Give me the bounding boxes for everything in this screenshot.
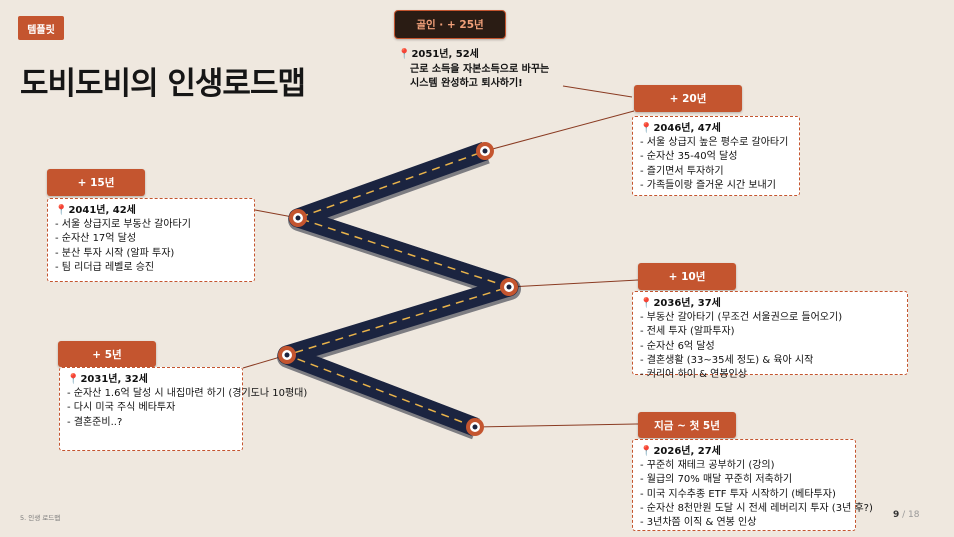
waypoint-marker-icon <box>476 142 494 160</box>
map-pin-icon: 📍 <box>640 298 653 309</box>
list-item: - 다시 미국 주식 베타투자 <box>67 402 176 414</box>
list-item: - 전세 투자 (알파투자) <box>640 326 735 338</box>
road-surface <box>277 142 521 440</box>
milestone-label-5y: + 5년 <box>58 341 156 367</box>
milestone-head: 📍2041년, 42세 <box>55 205 136 216</box>
waypoint-marker-icon <box>500 278 518 296</box>
page-number: 9 <box>893 510 900 520</box>
milestone-card-10y: 📍2036년, 37세 - 부동산 갈아타기 (무조건 서울권으로 들어오기) … <box>632 291 908 380</box>
list-item: - 팀 리더급 레벨로 승진 <box>55 261 155 273</box>
connector-lines <box>242 85 639 428</box>
milestone-head: 📍2031년, 32세 <box>67 374 148 385</box>
list-item: - 부동산 갈아타기 (무조건 서울권으로 들어오기) <box>640 312 843 324</box>
milestone-label-20y: + 20년 <box>634 85 742 112</box>
page-total: 18 <box>908 510 920 520</box>
list-item: - 결혼생활 (33~35세 정도) & 육아 시작 <box>640 354 814 366</box>
milestone-head: 📍2026년, 27세 <box>640 446 721 457</box>
goal-line: 시스템 완성하고 퇴사하기! <box>410 78 523 89</box>
waypoint-marker-icon <box>466 418 484 436</box>
milestone-head: 📍2046년, 47세 <box>640 123 721 134</box>
milestone-card-now: 📍2026년, 27세 - 꾸준히 재테크 공부하기 (강의) - 월급의 70… <box>632 439 873 531</box>
milestone-head: 📍2036년, 37세 <box>640 298 721 309</box>
list-item: - 결혼준비..? <box>67 416 123 428</box>
list-item: - 3년차쯤 이직 & 연봉 인상 <box>640 517 757 529</box>
milestone-card-20y: 📍2046년, 47세 - 서울 상급지 높은 평수로 갈아타기 - 순자산 3… <box>632 116 800 196</box>
list-item: - 순자산 17억 달성 <box>55 233 137 245</box>
goal-label: 골인 · + 25년 <box>394 10 506 39</box>
list-item: - 월급의 70% 매달 꾸준히 저축하기 <box>640 474 793 486</box>
list-item: - 서울 상급지로 부동산 갈아타기 <box>55 219 191 231</box>
list-item: - 순자산 8천만원 도달 시 전세 레버리지 투자 (3년 후?) <box>640 502 873 514</box>
milestone-card-5y: 📍2031년, 32세 - 순자산 1.6억 달성 시 내집마련 하기 (경기도… <box>59 367 308 451</box>
waypoint-marker-icon <box>278 346 296 364</box>
milestone-card-15y: 📍2041년, 42세 - 서울 상급지로 부동산 갈아타기 - 순자산 17억… <box>47 198 255 282</box>
map-pin-icon: 📍 <box>640 446 653 457</box>
map-pin-icon: 📍 <box>55 205 68 216</box>
milestone-label-10y: + 10년 <box>638 263 736 290</box>
template-badge: 템플릿 <box>18 16 64 40</box>
map-pin-icon: 📍 <box>398 49 411 60</box>
goal-text: 📍2051년, 52세 근로 소득을 자본소득으로 바꾸는 시스템 완성하고 퇴… <box>398 48 549 92</box>
page-title: 도비도비의 인생로드맵 <box>20 66 306 102</box>
list-item: - 순자산 6억 달성 <box>640 340 715 352</box>
map-pin-icon: 📍 <box>67 374 80 385</box>
milestone-label-now: 지금 ~ 첫 5년 <box>638 412 736 438</box>
list-item: - 미국 지수추종 ETF 투자 시작하기 (베타투자) <box>640 488 836 500</box>
waypoint-marker-icon <box>289 209 307 227</box>
list-item: - 순자산 1.6억 달성 시 내집마련 하기 (경기도나 10평대) <box>67 388 308 400</box>
milestone-label-15y: + 15년 <box>47 169 145 196</box>
footer-section: 5. 인생 로드맵 <box>20 514 61 522</box>
map-pin-icon: 📍 <box>640 123 653 134</box>
list-item: - 서울 상급지 높은 평수로 갈아타기 <box>640 137 789 149</box>
list-item: - 꾸준히 재테크 공부하기 (강의) <box>640 460 775 472</box>
waypoints <box>278 142 518 436</box>
goal-line: 근로 소득을 자본소득으로 바꾸는 <box>410 63 550 75</box>
list-item: - 커리어 하이 & 연봉인상 <box>640 369 747 381</box>
list-item: - 분산 투자 시작 (알파 투자) <box>55 247 175 259</box>
list-item: - 가족들이랑 즐거운 시간 보내기 <box>640 179 776 191</box>
list-item: - 즐기면서 투자하기 <box>640 165 724 177</box>
goal-head: 📍2051년, 52세 <box>398 49 479 60</box>
list-item: - 순자산 35-40억 달성 <box>640 151 738 163</box>
page-indicator: 9 / 18 <box>893 510 920 520</box>
